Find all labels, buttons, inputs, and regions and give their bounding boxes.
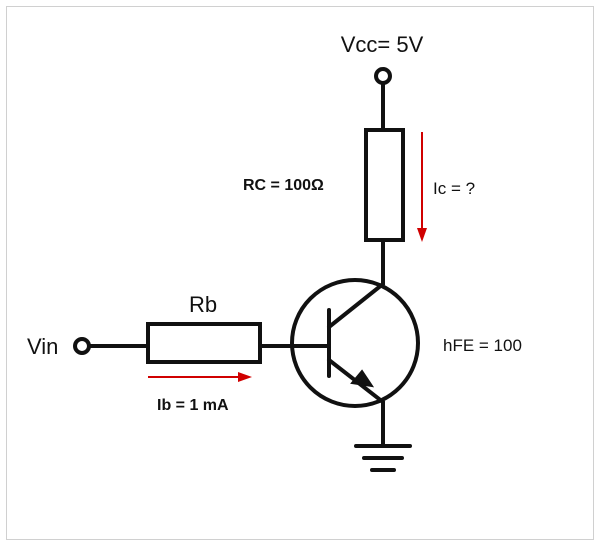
ib-arrow-head xyxy=(238,372,252,382)
rb-resistor xyxy=(146,322,262,364)
ic-arrow-head xyxy=(417,228,427,242)
transistor-body xyxy=(290,278,420,408)
ib-label: Ib = 1 mA xyxy=(157,397,229,414)
vin-label: Vin xyxy=(27,334,58,359)
vin-terminal xyxy=(73,337,91,355)
rc-resistor xyxy=(364,128,405,242)
diagram-frame xyxy=(6,6,594,540)
rc-label: RC = 100Ω xyxy=(243,177,324,194)
transistor-collector-lead xyxy=(327,282,385,329)
rb-label: Rb xyxy=(189,292,217,317)
vcc-terminal xyxy=(374,67,392,85)
vcc-label: Vcc= 5V xyxy=(341,32,424,57)
hfe-label: hFE = 100 xyxy=(443,336,522,355)
emitter-arrow-icon xyxy=(350,369,375,388)
ground-icon xyxy=(354,444,412,472)
ic-label: Ic = ? xyxy=(433,179,475,198)
